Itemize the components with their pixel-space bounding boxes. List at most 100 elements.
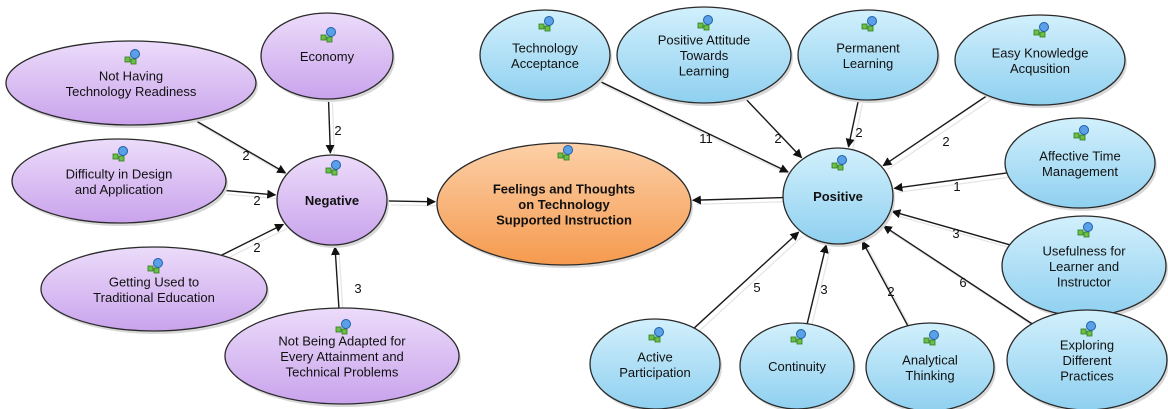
node-label-line: Exploring [1060,338,1114,353]
node-label-line: Traditional Education [93,290,215,305]
edge-negative-to-center [386,197,436,207]
node-label-line: Not Being Adapted for [278,334,406,349]
node-ellipse [224,307,460,405]
node-label-line: Acqusition [1010,61,1070,76]
edge-count-label: 2 [242,148,249,163]
node-label-line: Continuity [768,359,826,374]
network-icon [861,16,877,32]
node-ellipse [616,6,792,104]
edge-count-label: 2 [334,123,341,138]
edge-shadow-tech-acceptance [602,84,793,177]
node-ellipse [782,147,894,245]
node-label-line: Towards [680,48,729,63]
node-label-line: Management [1042,164,1118,179]
network-icon [697,15,713,31]
edge-easy-knowledge-to-positive [882,94,988,167]
node-label-line: Instructor [1057,275,1112,290]
edge-count-label: 5 [753,280,760,295]
node-ellipse [276,154,388,246]
edge-count-label: 3 [354,281,361,296]
node-ellipse [260,12,394,100]
node-label-line: Learning [679,64,730,79]
node-ellipse [436,142,692,266]
node-label-line: Active [637,349,672,364]
edge-exploring-to-positive [882,225,1033,325]
node-label-line: Positive [813,189,863,204]
edge-count-label: 11 [699,131,713,146]
node-label-line: Not Having [99,68,163,83]
node-label-line: Getting Used to [109,274,199,289]
edge-shadow-not-adapted [338,250,344,313]
network-icon [325,160,341,176]
node-label-line: Technical Problems [286,365,399,380]
node-ellipse [797,9,939,101]
edge-shadow-not-having-readiness [197,122,290,178]
node-label-line: Usefulness for [1042,244,1126,259]
node-label-line: Acceptance [511,56,579,71]
edge-not-having-readiness-to-negative [193,118,287,174]
edge-count-label: 2 [774,131,781,146]
node-label-line: and Application [75,182,163,197]
network-icon [124,49,140,65]
edge-shadow-active-participation [697,235,804,333]
network-icon [538,16,554,32]
edge-shadow-getting-used [225,227,288,260]
edge-getting-used-to-negative [221,223,285,256]
node-ellipse [1004,117,1156,209]
node-label-line: Affective Time [1039,148,1120,163]
node-ellipse [739,322,855,409]
node-label-line: Economy [300,49,355,64]
edge-shadow-analytical [865,244,913,331]
edge-count-label: 2 [253,240,260,255]
node-ellipse [5,40,257,126]
node-negative[interactable]: Negative [276,154,389,248]
edge-shadow-affective-time [898,176,1011,193]
node-label-line: Different [1063,353,1112,368]
network-icon [831,155,847,171]
node-label-line: Technology Readiness [66,84,197,99]
node-economy[interactable]: Economy [260,12,395,102]
edge-count-label: 2 [887,284,894,299]
edge-permanent-learning-to-positive [845,99,860,148]
node-label-line: Feelings and Thoughts [493,182,635,197]
network-icon [147,258,163,274]
edge-shadow-usefulness [896,214,1014,250]
edge-usefulness-to-positive [891,209,1010,246]
edge-positive-attitude-to-positive [743,97,803,159]
edge-affective-time-to-positive [893,172,1007,192]
node-ellipse [11,138,227,224]
network-icon [112,146,128,162]
network-icon [790,329,806,345]
node-ellipse [1006,309,1168,409]
edge-shadow-positive [696,201,788,205]
edge-count-label: 2 [855,125,862,140]
edges-layer [193,80,1037,333]
node-label-line: Participation [619,365,691,380]
network-icon [1033,22,1049,38]
node-continuity[interactable]: Continuity [739,322,856,409]
edge-count-label: 2 [253,193,260,208]
edge-count-label: 6 [959,275,966,290]
node-label-line: Thinking [905,368,954,383]
edge-count-label: 1 [953,179,960,194]
node-label-line: Technology [512,40,578,55]
edge-shadow-easy-knowledge [886,98,992,171]
node-positive[interactable]: Positive [782,147,895,247]
